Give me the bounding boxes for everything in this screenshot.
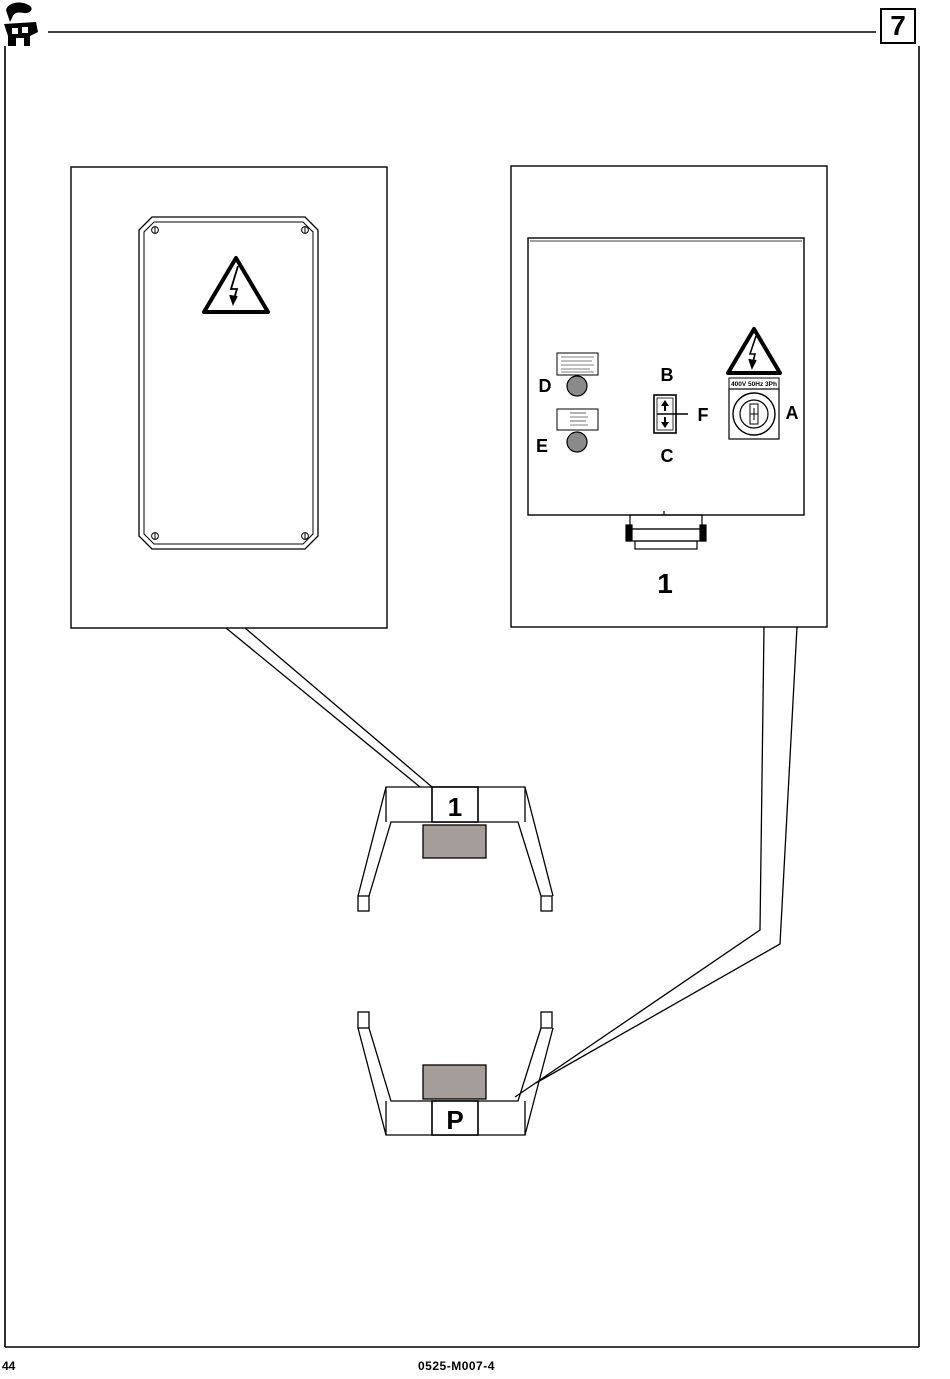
button-d-plate-text: [561, 357, 594, 372]
trolley-1-label: 1: [448, 792, 462, 822]
arrow-up-icon: [661, 400, 669, 406]
control-labels: D E B C F A 400V 50Hz 3Ph 1: [536, 365, 799, 599]
door-screw: [152, 227, 309, 540]
button-d: [567, 376, 587, 396]
label-f: F: [698, 405, 709, 425]
switch-rating-text: 400V 50Hz 3Ph: [731, 381, 777, 388]
label-a: A: [786, 403, 799, 423]
arrow-down-icon: [661, 422, 669, 428]
label-e: E: [536, 436, 548, 456]
high-voltage-warning-icon: [728, 329, 780, 373]
trolley-p-block: [423, 1065, 486, 1099]
label-b: B: [661, 365, 674, 385]
connector-bracket: [626, 511, 706, 549]
trolley-p-label: P: [446, 1105, 463, 1135]
brand-logo: [4, 3, 38, 46]
button-e: [567, 432, 587, 452]
label-d: D: [539, 376, 552, 396]
trolley-1-block: [423, 825, 486, 858]
button-e-plate: [557, 409, 598, 430]
right-detail-panel: [511, 166, 827, 627]
label-c: C: [661, 446, 674, 466]
high-voltage-warning-icon: [204, 258, 268, 312]
page-frame: [5, 32, 919, 1347]
document-code: 0525-M007-4: [418, 1359, 495, 1373]
leader-lines: [226, 627, 797, 1097]
left-detail-frame: [71, 167, 387, 628]
page-number: 44: [2, 1359, 15, 1373]
unit-number-label: 1: [657, 568, 673, 599]
left-detail-panel: [71, 167, 387, 628]
button-e-plate-text: [570, 413, 588, 425]
